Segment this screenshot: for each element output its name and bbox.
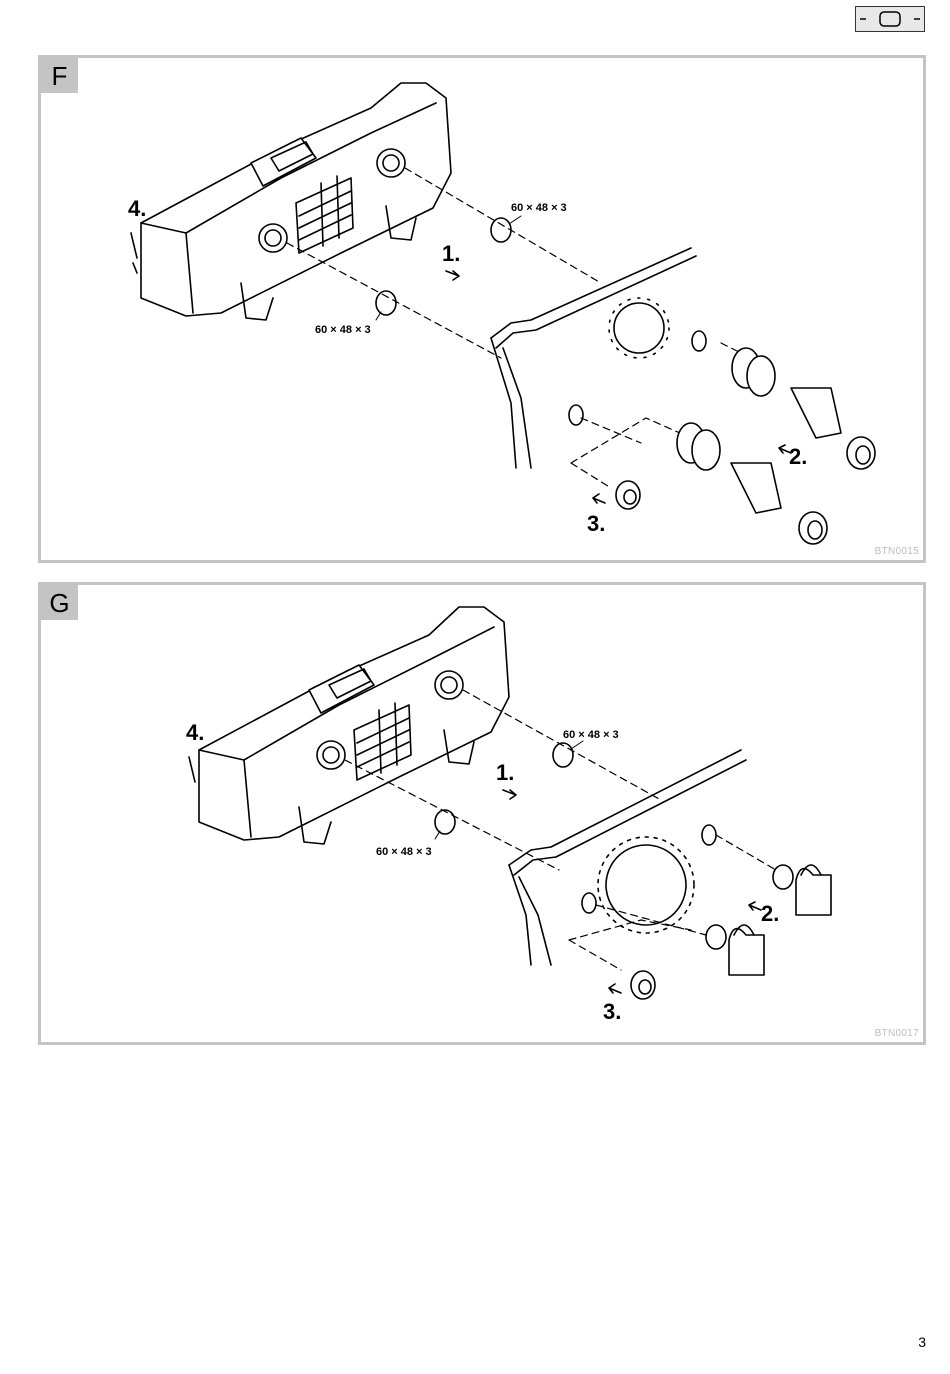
drawing-reference-code: BTN0015: [874, 546, 919, 557]
callout-step4: 4.: [128, 196, 146, 221]
arrow-step1: [445, 270, 460, 281]
assembly-drawing-f: 4. 1. 2. 3. 60 × 48 × 3 60 × 48 × 3: [128, 82, 876, 545]
drawing-reference-code: BTN0017: [874, 1028, 919, 1039]
seal-ring-lower: [375, 290, 397, 316]
seal-size-lower: 60 × 48 × 3: [315, 324, 371, 336]
panel-label: F: [41, 58, 78, 93]
seal-size-lower: 60 × 48 × 3: [376, 846, 432, 858]
blind-plugs: [630, 864, 832, 1000]
hose-fittings-upper: [731, 347, 876, 470]
uv-clarifier-unit: [130, 82, 452, 321]
device-symbol-icon: [855, 6, 925, 32]
callout-step2: 2.: [789, 444, 807, 469]
figure-panel-f: F: [38, 55, 926, 563]
pond-wall: [490, 247, 707, 469]
callout-step4: 4.: [186, 720, 204, 745]
assembly-leader-lines: [286, 167, 772, 489]
seal-size-upper: 60 × 48 × 3: [563, 729, 619, 741]
hose-fittings-lower: [615, 422, 828, 545]
seal-ring-lower: [434, 809, 456, 835]
callout-step1: 1.: [496, 760, 514, 785]
arrow-step2: [748, 901, 762, 911]
arrow-step2: [778, 444, 792, 454]
uv-clarifier-unit: [188, 606, 510, 845]
pond-wall: [508, 749, 747, 966]
arrow-step1: [502, 789, 517, 800]
seal-ring-upper: [552, 742, 574, 768]
seal-size-upper: 60 × 48 × 3: [511, 202, 567, 214]
assembly-drawing-g: 4. 1. 2. 3. 60 × 48 × 3 60 × 48 × 3: [186, 606, 832, 1024]
panel-label: G: [41, 585, 78, 620]
arrow-step3: [608, 983, 622, 994]
page-number: 3: [918, 1334, 926, 1350]
seal-ring-upper: [490, 217, 512, 243]
callout-step1: 1.: [442, 241, 460, 266]
callout-step3: 3.: [587, 511, 605, 536]
figure-panel-g: G: [38, 582, 926, 1045]
arrow-step3: [592, 493, 606, 504]
callout-step3: 3.: [603, 999, 621, 1024]
callout-step2: 2.: [761, 901, 779, 926]
